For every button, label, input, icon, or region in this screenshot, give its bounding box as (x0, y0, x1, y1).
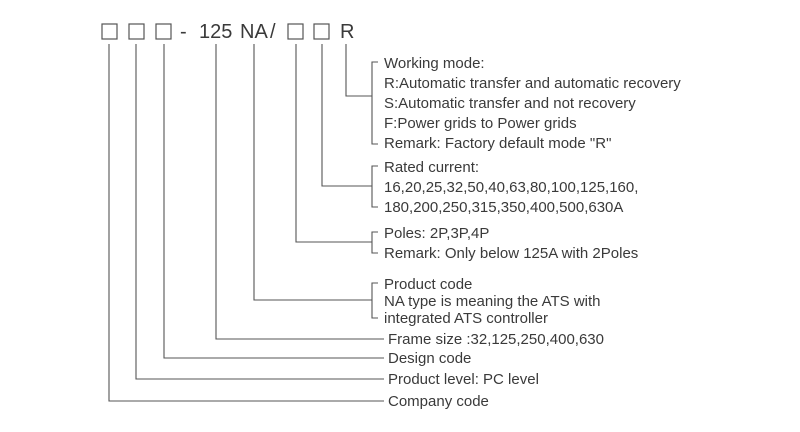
rated-current-line: 16,20,25,32,50,40,63,80,100,125,160, (384, 179, 638, 196)
poles-line: Poles: 2P,3P,4P (384, 225, 489, 242)
design-code-label: Design code (388, 350, 471, 367)
working-mode-line: F:Power grids to Power grids (384, 115, 577, 132)
product-level-leader (135, 44, 384, 380)
product-code-line: NA type is meaning the ATS with (384, 293, 601, 310)
product-code-leader (253, 44, 372, 301)
rated-current-line: Rated current: (384, 159, 479, 176)
model-code: - 125 NA / R (101, 21, 354, 43)
code-dash: - (180, 21, 187, 43)
product-level-box (128, 23, 145, 40)
code-type: NA (240, 21, 268, 43)
frame-size-item: Frame size :32,125,250,400,630 (215, 44, 604, 348)
company-code-box (101, 23, 118, 40)
product-level-label: Product level: PC level (388, 371, 539, 388)
product-code-bracket (371, 282, 378, 319)
company-code-label: Company code (388, 393, 489, 410)
rated-current-line: 180,200,250,315,350,400,500,630A (384, 199, 623, 216)
product-code-line: integrated ATS controller (384, 310, 548, 327)
frame-size-label: Frame size :32,125,250,400,630 (388, 331, 604, 348)
design-code-leader (163, 44, 384, 359)
rated-current-leader (321, 44, 372, 187)
poles-leader (295, 44, 372, 243)
poles-box (287, 23, 304, 40)
code-frame: 125 (199, 21, 232, 43)
working-mode-leader (345, 44, 372, 97)
rated-current-group: Rated current: 16,20,25,32,50,40,63,80,1… (321, 44, 638, 216)
code-slash: / (270, 21, 276, 43)
working-mode-bracket (371, 61, 378, 145)
rated-current-box (313, 23, 330, 40)
product-code-group: Product code NA type is meaning the ATS … (253, 44, 601, 327)
working-mode-line: Working mode: (384, 55, 485, 72)
design-code-box (155, 23, 172, 40)
product-code-line: Product code (384, 276, 472, 293)
product-level-item: Product level: PC level (135, 44, 539, 388)
poles-bracket (371, 231, 378, 254)
poles-group: Poles: 2P,3P,4P Remark: Only below 125A … (295, 44, 638, 262)
frame-size-leader (215, 44, 384, 340)
company-code-leader (108, 44, 384, 402)
poles-line: Remark: Only below 125A with 2Poles (384, 245, 638, 262)
working-mode-line: Remark: Factory default mode "R" (384, 135, 611, 152)
rated-current-bracket (371, 165, 378, 208)
design-code-item: Design code (163, 44, 471, 367)
code-mode: R (340, 21, 354, 43)
company-code-item: Company code (108, 44, 489, 410)
working-mode-group: Working mode: R:Automatic transfer and a… (345, 44, 681, 152)
working-mode-line: R:Automatic transfer and automatic recov… (384, 75, 681, 92)
working-mode-line: S:Automatic transfer and not recovery (384, 95, 636, 112)
